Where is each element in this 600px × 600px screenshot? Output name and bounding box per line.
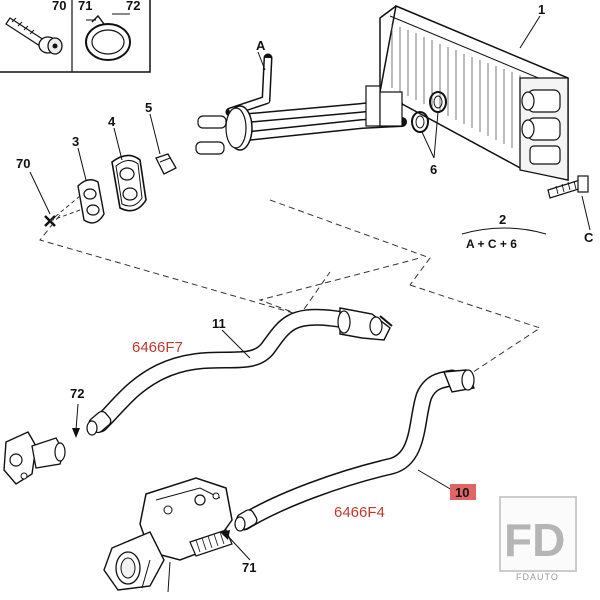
hose-11-reference: 6466F7 xyxy=(132,339,183,356)
kit-formula: A + C + 6 xyxy=(466,237,517,251)
bolt-c xyxy=(547,175,589,199)
callout-c: C xyxy=(584,230,594,245)
callout-70: 70 xyxy=(16,156,30,171)
hose-10-reference: 6466F4 xyxy=(334,504,385,521)
hose-10 xyxy=(234,369,476,532)
callout-4: 4 xyxy=(108,114,116,129)
callout-5: 5 xyxy=(145,100,152,115)
hose-clip-icon xyxy=(85,13,131,61)
callout-10: 10 xyxy=(455,485,469,500)
screw-icon xyxy=(5,17,63,55)
thermostat-housing xyxy=(103,477,233,593)
callout-71: 71 xyxy=(242,560,256,575)
pipe-assembly-a xyxy=(195,53,407,155)
callout-6: 6 xyxy=(430,162,437,177)
callout-11: 11 xyxy=(212,316,226,331)
callout-1: 1 xyxy=(538,2,545,17)
hose-11 xyxy=(86,307,393,436)
callout-10-highlight xyxy=(450,484,476,500)
clip-5 xyxy=(155,153,177,175)
watermark-logo: FD xyxy=(504,514,565,566)
water-outlet xyxy=(3,431,66,485)
legend-label-70: 70 xyxy=(52,0,66,13)
legend-box: 70 71 72 xyxy=(0,0,151,73)
callout-72: 72 xyxy=(70,386,84,401)
heater-radiator xyxy=(379,4,569,181)
callout-2: 2 xyxy=(499,212,506,227)
plate-4 xyxy=(111,154,147,212)
fd-watermark: FD FDAUTO xyxy=(499,496,577,582)
legend-label-71: 71 xyxy=(78,0,92,13)
callout-3: 3 xyxy=(72,134,79,149)
watermark-caption: FDAUTO xyxy=(516,572,559,582)
dashed-frame xyxy=(39,199,542,383)
legend-label-72: 72 xyxy=(126,0,140,13)
callout-a: A xyxy=(256,38,266,53)
gasket-3 xyxy=(77,179,105,224)
